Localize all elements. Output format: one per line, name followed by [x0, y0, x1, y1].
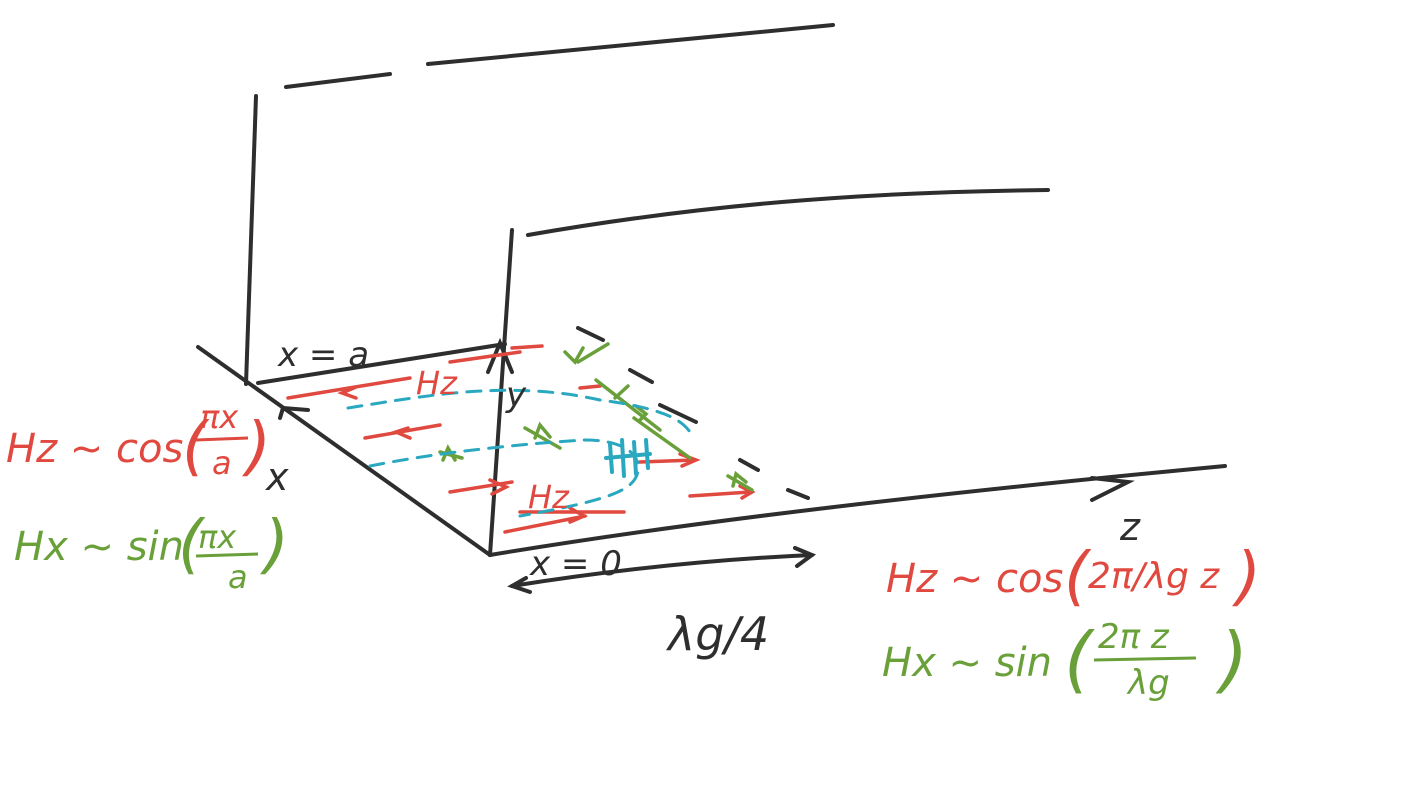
left-hz-denominator: a	[212, 444, 232, 482]
waveguide-outline	[196, 23, 1227, 594]
left-hx-fraction-bar	[195, 552, 259, 558]
x-eq-0-label: x = 0	[529, 544, 622, 584]
y-axis-label: y	[505, 375, 527, 415]
right-hz-close-paren: )	[1232, 540, 1261, 614]
left-hx-lhs: Hx ~ sin	[14, 524, 184, 570]
left-hz-close-paren: )	[242, 410, 271, 484]
right-hz-equation: Hz ~ cos ( 2π/λg z )	[886, 540, 1261, 614]
left-hz-fraction-bar	[195, 436, 249, 442]
left-hz-open-paren: (	[182, 410, 210, 484]
right-hx-fraction-bar	[1093, 656, 1197, 662]
right-hx-lhs: Hx ~ sin	[882, 640, 1052, 686]
right-hx-equation: Hx ~ sin ( 2π z λg )	[882, 617, 1248, 703]
left-hz-lhs: Hz ~ cos	[6, 426, 183, 472]
x-eq-a-label: x = a	[277, 335, 369, 375]
right-hz-argument: 2π/λg z	[1088, 556, 1220, 597]
left-hz-equation: Hz ~ cos ( πx a )	[6, 398, 271, 484]
lambda-quarter-label: λg/4	[665, 607, 769, 661]
z-axis-label: z	[1119, 505, 1141, 549]
left-hx-numerator: πx	[198, 518, 237, 556]
left-hx-open-paren: (	[178, 508, 206, 582]
right-hx-open-paren: (	[1064, 617, 1095, 701]
right-hx-denominator: λg	[1126, 663, 1170, 703]
left-hx-close-paren: )	[260, 508, 289, 582]
right-hx-numerator: 2π z	[1098, 617, 1170, 657]
surface-current-loop	[346, 388, 692, 518]
left-hz-numerator: πx	[200, 398, 239, 436]
hz-field-lines	[286, 344, 756, 534]
right-hx-close-paren: )	[1215, 617, 1248, 701]
right-hz-lhs: Hz ~ cos	[886, 556, 1063, 602]
left-hx-equation: Hx ~ sin ( πx a )	[14, 508, 289, 596]
x-axis-label: x	[265, 455, 289, 499]
hz-field-label: Hz	[416, 364, 458, 402]
hx-field-lines	[438, 342, 754, 492]
current-marks	[604, 438, 652, 478]
hz-field-label-2: Hz	[528, 478, 570, 516]
right-hz-open-paren: (	[1064, 540, 1092, 614]
left-hx-denominator: a	[228, 558, 248, 596]
